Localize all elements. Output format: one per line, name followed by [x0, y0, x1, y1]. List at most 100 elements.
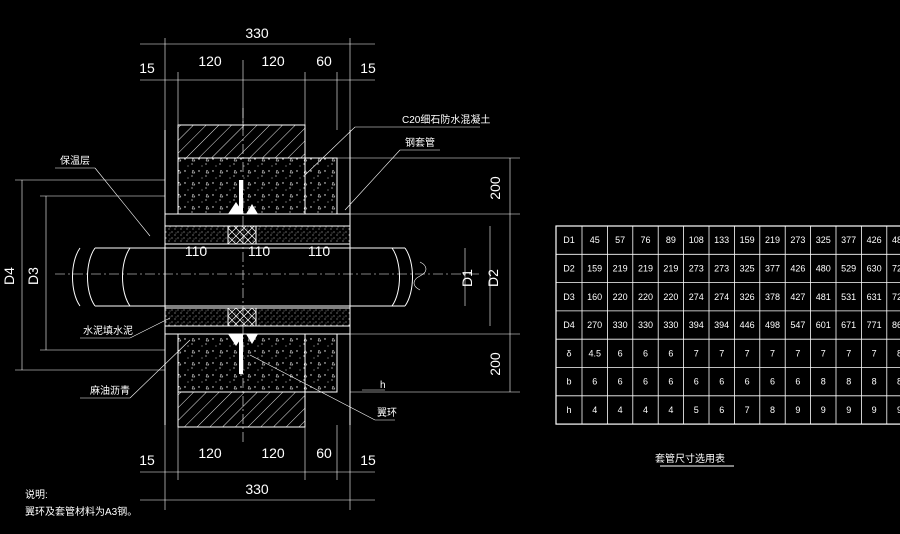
table-cell: 9	[795, 405, 800, 415]
dim-top-seg-2: 120	[198, 53, 222, 69]
table-cell: 219	[663, 263, 678, 273]
table-row-label: h	[566, 405, 571, 415]
table-cell: 8	[770, 405, 775, 415]
sleeve-size-table: D145577689108133159219273325377426480D21…	[555, 225, 900, 425]
dim-mid-seg-1: 110	[185, 243, 208, 259]
table-cell: 6	[719, 405, 724, 415]
table-cell: 601	[816, 320, 831, 330]
table-cell: 89	[666, 235, 676, 245]
dim-bottom-seg-4: 60	[316, 445, 332, 461]
table-cell: 6	[668, 377, 673, 387]
table-cell: 9	[846, 405, 851, 415]
table-cell: 771	[867, 320, 882, 330]
table-cell: 4.5	[588, 348, 601, 358]
dim-top-seg-3: 120	[261, 53, 285, 69]
table-cell: 426	[790, 263, 805, 273]
label-d4: D4	[1, 267, 17, 285]
table-cell: 721	[892, 292, 900, 302]
dim-top-total: 330	[245, 25, 269, 41]
table-row-label: b	[566, 377, 571, 387]
table-cell: 6	[592, 377, 597, 387]
dim-bottom-seg-3: 120	[261, 445, 285, 461]
table-cell: 6	[618, 348, 623, 358]
table-cell: 630	[867, 263, 882, 273]
table-cell: 547	[790, 320, 805, 330]
dim-mid-seg-2: 110	[248, 243, 271, 259]
table-row-label: D1	[563, 235, 575, 245]
table-cell: 6	[643, 348, 648, 358]
table-cell: 529	[841, 263, 856, 273]
table-cell: 330	[613, 320, 628, 330]
table-cell: 9	[872, 405, 877, 415]
table-cell: 377	[841, 235, 856, 245]
dim-bottom-seg-2: 120	[198, 445, 222, 461]
notes-title: 说明:	[25, 488, 48, 501]
dim-mid-seg-3: 110	[308, 243, 331, 259]
callout-cement: 水泥填水泥	[83, 324, 133, 337]
label-d1: D1	[459, 269, 475, 287]
table-cell: 7	[795, 348, 800, 358]
callouts: C20细石防水混凝土 钢套管 保温层 水泥填水泥 麻油沥青 翼环 h	[55, 113, 490, 421]
table-cell: 4	[592, 405, 597, 415]
table-cell: 4	[668, 405, 673, 415]
bottom-dimensions: 15 120 120 60 15 330	[139, 425, 376, 510]
table-cell: 481	[816, 292, 831, 302]
table-cell: 498	[765, 320, 780, 330]
label-d3: D3	[25, 267, 41, 285]
table-cell: 133	[714, 235, 729, 245]
table-cell: 480	[892, 235, 900, 245]
table-cell: 270	[587, 320, 602, 330]
table-cell: 159	[740, 235, 755, 245]
table-cell: 8	[821, 377, 826, 387]
table-cell: 273	[689, 263, 704, 273]
table-cell: 426	[867, 235, 882, 245]
table-cell: 274	[689, 292, 704, 302]
table-cell: 7	[719, 348, 724, 358]
table-row-label: D2	[563, 263, 575, 273]
table-cell: 7	[745, 348, 750, 358]
table-cell: 6	[618, 377, 623, 387]
table-cell: 4	[618, 405, 623, 415]
table-cell: 7	[694, 348, 699, 358]
dim-bottom-seg-5: 15	[360, 452, 376, 468]
table-cell: 220	[613, 292, 628, 302]
table-cell: 6	[719, 377, 724, 387]
pipe: 110 110 110	[55, 108, 480, 445]
table-cell: 274	[714, 292, 729, 302]
table-cell: 446	[740, 320, 755, 330]
table-cell: 9	[821, 405, 826, 415]
table-cell: 7	[821, 348, 826, 358]
dim-bottom-total: 330	[245, 481, 269, 497]
table-cell: 76	[640, 235, 650, 245]
callout-insulation: 保温层	[60, 154, 90, 167]
table-row-label: δ	[566, 348, 571, 358]
table-cell: 427	[790, 292, 805, 302]
wall-section	[164, 124, 351, 428]
table-cell: 326	[740, 292, 755, 302]
table-cell: 7	[846, 348, 851, 358]
left-diameter-dims: D4 D3	[1, 179, 165, 371]
table-cell: 861	[892, 320, 900, 330]
table-cell: 671	[841, 320, 856, 330]
dim-right-bottom: 200	[487, 352, 503, 376]
callout-h: h	[380, 380, 386, 391]
table-title: 套管尺寸选用表	[655, 452, 725, 465]
table-cell: 631	[867, 292, 882, 302]
callout-steel-sleeve: 钢套管	[405, 136, 435, 149]
notes-line-1: 翼环及套管材料为A3钢。	[25, 505, 137, 518]
table-cell: 394	[689, 320, 704, 330]
dim-top-seg-1: 15	[139, 60, 155, 76]
table-cell: 219	[613, 263, 628, 273]
table-cell: 378	[765, 292, 780, 302]
table-cell: 160	[587, 292, 602, 302]
table-cell: 6	[770, 377, 775, 387]
table-row-label: D3	[563, 292, 575, 302]
table-cell: 6	[795, 377, 800, 387]
top-dimensions: 330 15 120 120 60 15	[139, 25, 376, 130]
table-cell: 5	[694, 405, 699, 415]
dim-top-seg-5: 15	[360, 60, 376, 76]
dim-right-top: 200	[487, 176, 503, 200]
table-cell: 108	[689, 235, 704, 245]
table-cell: 273	[790, 235, 805, 245]
